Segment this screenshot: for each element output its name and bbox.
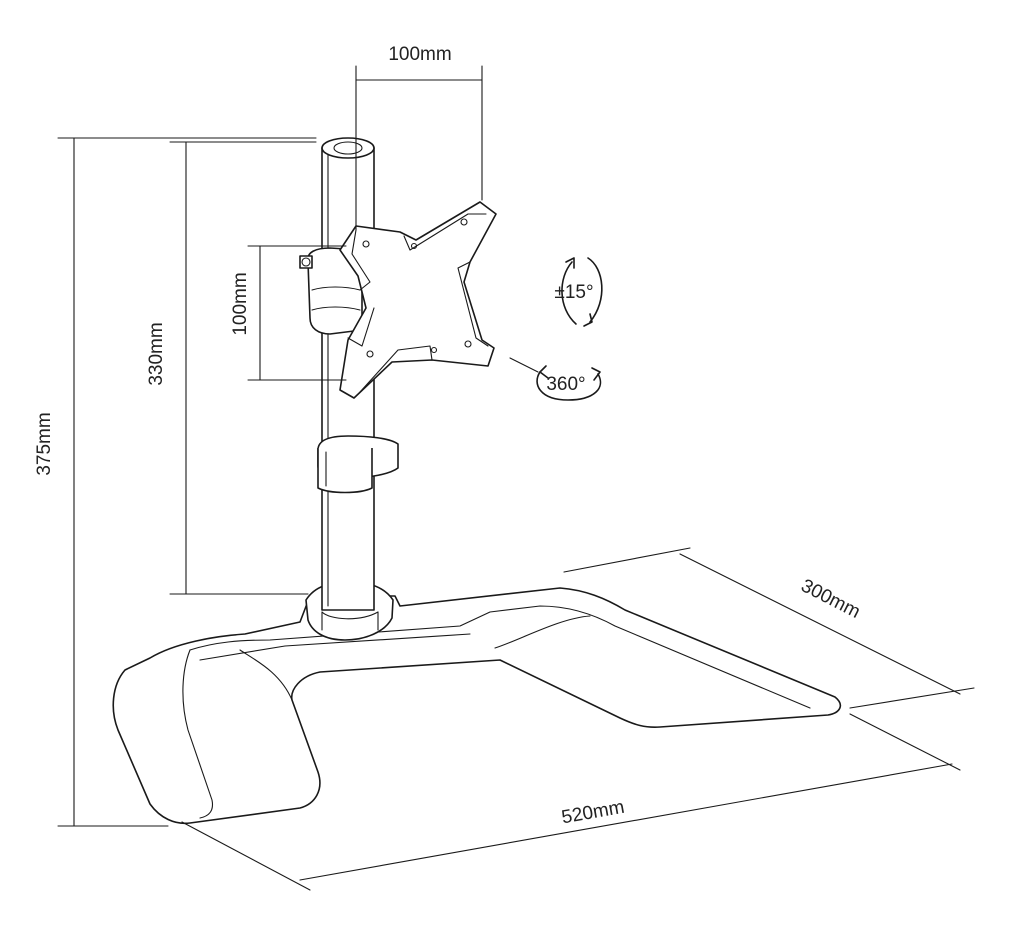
swivel-indicator: 360° xyxy=(509,357,602,401)
base-inner-contour xyxy=(189,605,811,709)
dim-pole-height-label: 330mm xyxy=(146,322,167,385)
dim-vesa-height-label: 100mm xyxy=(230,272,251,335)
dim-total-height: 375mm xyxy=(34,137,317,827)
dim-vesa-width-label: 100mm xyxy=(388,44,451,65)
tilt-indicator: ±15° xyxy=(554,257,603,327)
stand-base xyxy=(112,581,842,825)
vesa-plate xyxy=(339,201,497,399)
dim-base-depth-label: 300mm xyxy=(798,575,864,622)
tilt-arc-icon xyxy=(561,261,577,325)
dim-total-height-label: 375mm xyxy=(34,412,55,475)
stand-pole xyxy=(321,137,375,611)
tilt-label: ±15° xyxy=(554,282,593,303)
swivel-label: 360° xyxy=(546,374,585,395)
dim-vesa-height: 100mm xyxy=(230,245,347,381)
mount-bracket xyxy=(299,247,363,335)
cable-clip xyxy=(317,435,399,494)
vesa-plate-outline xyxy=(339,201,497,399)
dim-vesa-width: 100mm xyxy=(355,44,483,231)
base-outline xyxy=(112,587,842,825)
pole-top-cap xyxy=(321,137,375,159)
swivel-arc-icon xyxy=(536,371,602,401)
dim-pole-height: 330mm xyxy=(146,141,317,595)
